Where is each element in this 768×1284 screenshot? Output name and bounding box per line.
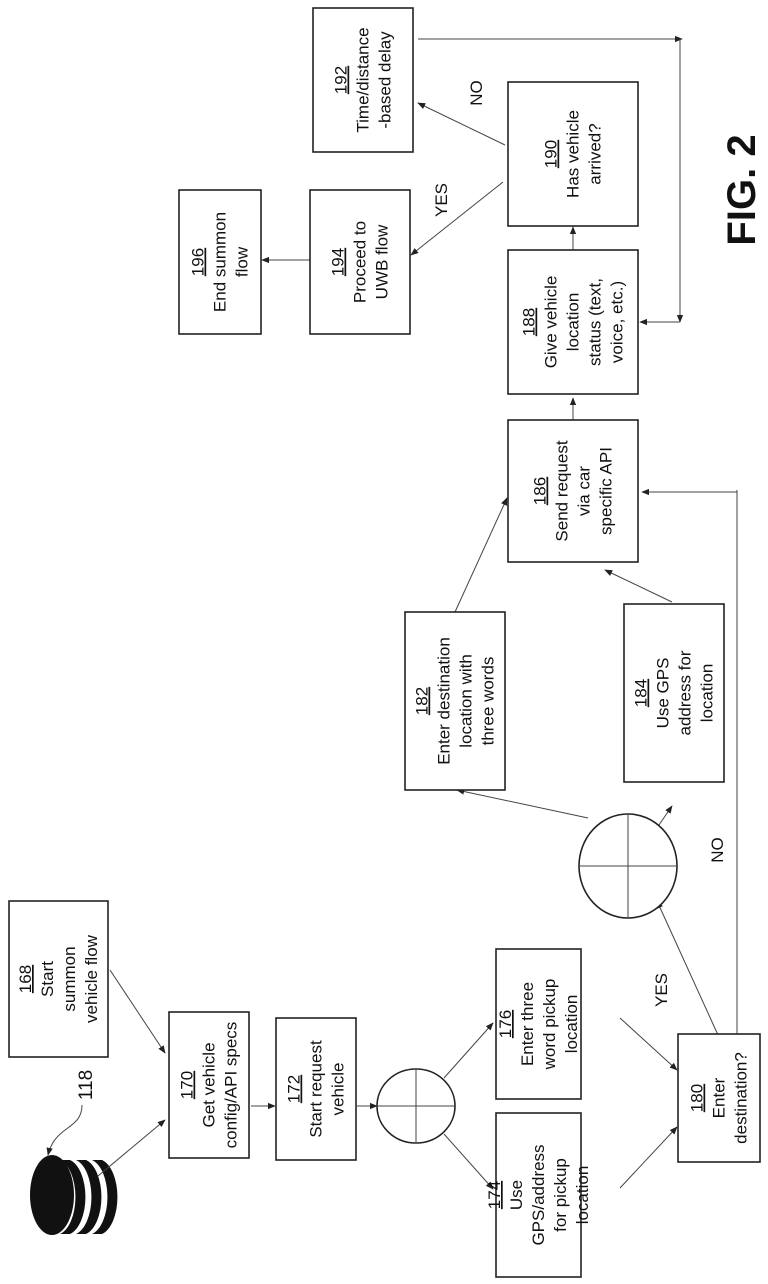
step-text: for pickup xyxy=(551,1158,570,1232)
step-box xyxy=(312,7,414,153)
step-text: Proceed to xyxy=(351,221,370,303)
step-box xyxy=(507,249,639,395)
step-text: config/API specs xyxy=(222,1022,241,1149)
step-text: arrived? xyxy=(586,123,605,184)
edge-label-no-180: NO xyxy=(708,837,727,863)
step-number: 196 xyxy=(189,248,208,276)
database-icon xyxy=(30,1155,118,1235)
ref-leader-118 xyxy=(46,1104,83,1156)
step-text: -based delay xyxy=(376,31,395,129)
step-number: 170 xyxy=(178,1071,197,1099)
step-text: flow xyxy=(233,246,252,277)
step-number: 182 xyxy=(413,687,432,715)
step-box xyxy=(168,1011,250,1159)
step-number: 168 xyxy=(16,965,35,993)
step-text: GPS/address xyxy=(529,1144,548,1245)
step-text: vehicle xyxy=(329,1063,348,1116)
step-box xyxy=(178,189,262,335)
step-number: 184 xyxy=(632,679,651,707)
step-text: vehicle flow xyxy=(82,934,101,1023)
figure-label: FIG. 2 xyxy=(720,134,764,245)
step-number: 190 xyxy=(542,140,561,168)
step-text: Send request xyxy=(553,440,572,541)
step-text: word pickup xyxy=(540,979,559,1071)
step-text: Has vehicle xyxy=(564,110,583,198)
step-text: Use GPS xyxy=(654,658,673,729)
step-text: location xyxy=(564,293,583,352)
step-box xyxy=(677,1033,761,1163)
step-box xyxy=(309,189,411,335)
step-text: location with xyxy=(457,654,476,748)
step-text: summon xyxy=(60,946,79,1011)
ref-118: 118 xyxy=(76,1070,97,1100)
merge-circle-2 xyxy=(578,813,678,919)
step-text: Start xyxy=(38,961,57,997)
step-text: End summon xyxy=(211,212,230,312)
edge-label-yes-180: YES xyxy=(652,973,671,1007)
step-text: three words xyxy=(479,657,498,746)
connectors xyxy=(97,35,738,1190)
step-box xyxy=(623,603,725,783)
step-text: UWB flow xyxy=(373,224,392,299)
step-text: Enter destination xyxy=(435,637,454,765)
step-box xyxy=(495,948,582,1100)
step-text: specific API xyxy=(597,447,616,535)
step-text: location xyxy=(562,995,581,1054)
step-text: Time/distance xyxy=(354,27,373,132)
edge-label-yes-190: YES xyxy=(432,183,451,217)
step-text: location xyxy=(573,1166,592,1225)
merge-circle-1 xyxy=(376,1068,456,1144)
step-text: Enter xyxy=(710,1077,729,1118)
step-box xyxy=(507,81,639,227)
step-text: Enter three xyxy=(518,982,537,1066)
step-text: voice, etc.) xyxy=(608,281,627,363)
step-number: 180 xyxy=(688,1084,707,1112)
step-text: address for xyxy=(676,650,695,735)
step-text: via car xyxy=(575,466,594,516)
step-box xyxy=(495,1112,582,1278)
step-text: Get vehicle xyxy=(200,1042,219,1127)
step-number: 186 xyxy=(531,477,550,505)
step-number: 174 xyxy=(485,1181,504,1209)
step-text: Use xyxy=(507,1180,526,1210)
step-text: destination? xyxy=(732,1052,751,1144)
edge-label-no-190: NO xyxy=(467,80,486,106)
step-box xyxy=(275,1017,357,1161)
step-text: location xyxy=(698,664,717,723)
step-number: 192 xyxy=(332,66,351,94)
step-text: status (text, xyxy=(586,278,605,366)
step-box xyxy=(404,611,506,791)
step-text: Give vehicle xyxy=(542,276,561,369)
step-text: Start request xyxy=(307,1040,326,1138)
step-box xyxy=(8,900,109,1058)
step-number: 188 xyxy=(520,308,539,336)
step-number: 172 xyxy=(285,1075,304,1103)
step-number: 176 xyxy=(496,1010,515,1038)
step-number: 194 xyxy=(329,248,348,276)
step-box xyxy=(507,419,639,563)
